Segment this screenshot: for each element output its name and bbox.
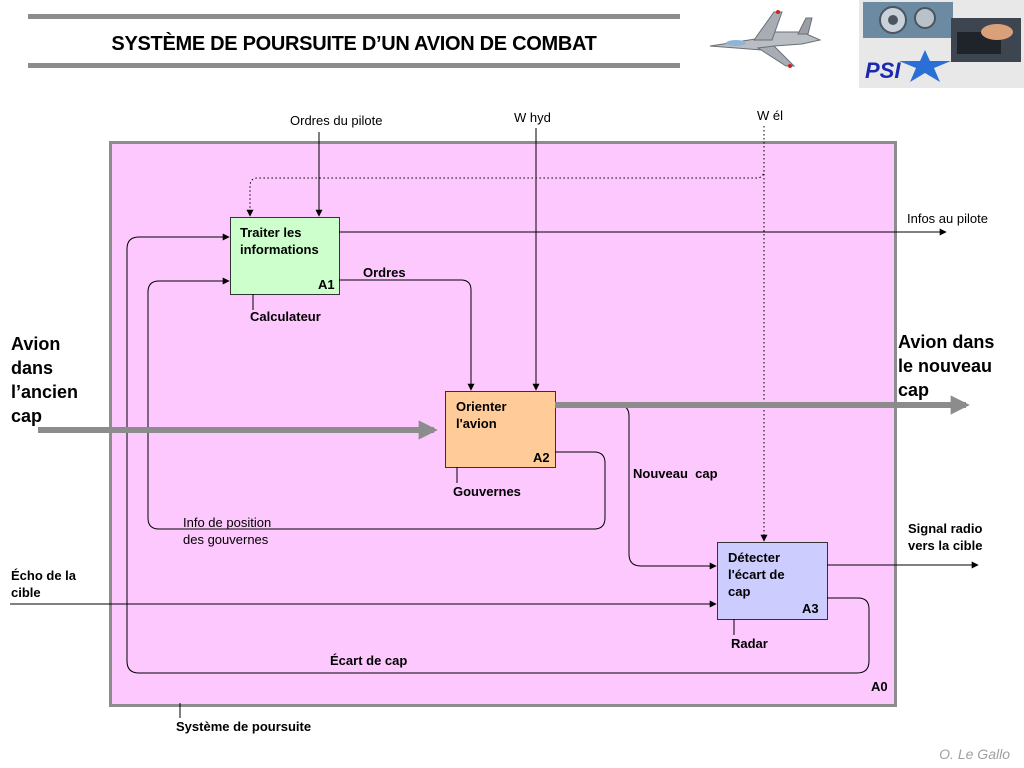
label-infos-pilote: Infos au pilote: [907, 211, 988, 226]
star-icon: [899, 50, 951, 82]
activity-box-a2: [445, 391, 556, 468]
title-bar-top: [28, 14, 680, 19]
psi-logo: PSI: [859, 0, 1024, 88]
a1-id: A1: [318, 277, 335, 292]
arrow-ordres: [339, 279, 475, 391]
mechanism-gouvernes: Gouvernes: [453, 484, 521, 499]
title-bar-bottom: [28, 63, 680, 68]
author-credit: O. Le Gallo: [939, 746, 1010, 762]
keyboard-image-icon: [951, 18, 1021, 62]
label-ecart-cap: Écart de cap: [330, 653, 408, 668]
label-w-el: W él: [757, 108, 783, 123]
logo-text: PSI: [865, 58, 901, 83]
label-ordres: Ordres: [363, 265, 406, 280]
label-ordres-pilote: Ordres du pilote: [290, 113, 383, 128]
a2-id: A2: [533, 450, 550, 465]
arrow-nouveau-cap: [555, 404, 717, 570]
mechanism-calculateur: Calculateur: [250, 309, 321, 324]
fighter-jet-icon: [709, 10, 822, 68]
mechanism-systeme: Système de poursuite: [176, 719, 312, 734]
activity-box-a3: [717, 542, 828, 620]
arrow-ecart-cap: [126, 233, 870, 674]
label-w-hyd: W hyd: [514, 110, 551, 125]
a0-id: A0: [871, 679, 888, 694]
page-title: SYSTÈME DE POURSUITE D’UN AVION DE COMBA…: [111, 33, 597, 55]
arrow-w-el-branch: [246, 169, 765, 217]
mechanism-radar: Radar: [731, 636, 768, 651]
label-nouveau-cap: Nouveau cap: [633, 466, 718, 481]
gear-image-icon: [863, 2, 953, 38]
arrow-info-position: [147, 277, 606, 530]
a3-id: A3: [802, 601, 819, 616]
activity-box-a1: [230, 217, 340, 295]
